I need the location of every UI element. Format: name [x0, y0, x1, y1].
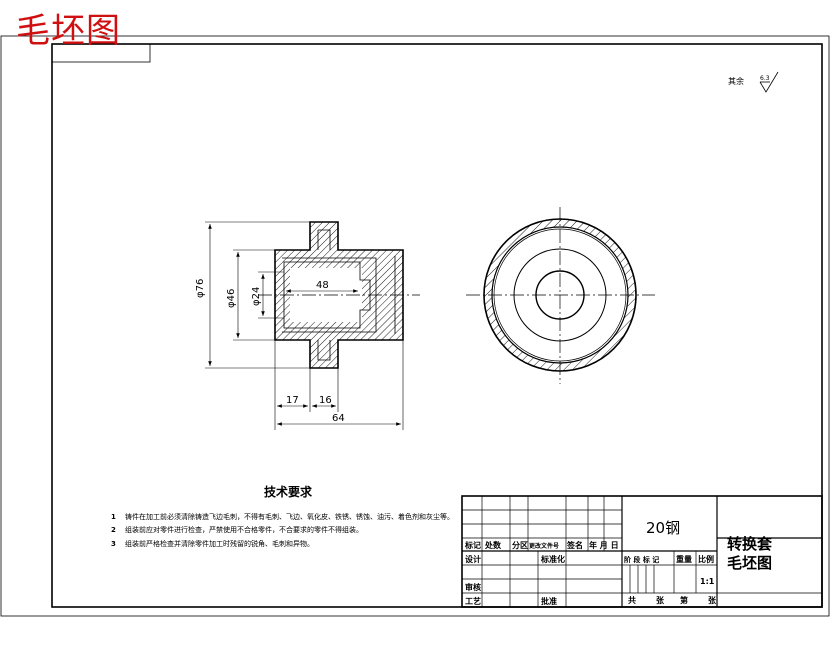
tb-scale: 1:1 — [700, 577, 715, 586]
section-dimensions: φ76 φ46 φ24 48 17 16 64 — [195, 221, 404, 430]
dim-d24: φ24 — [251, 287, 262, 306]
code-box — [51, 43, 151, 63]
tb-part-name-1: 转换套 — [727, 535, 773, 553]
dim-17: 17 — [286, 395, 299, 406]
requirement-text-3: 组装前严格检查并清除零件加工时残留的锐角、毛刺和异物。 — [125, 539, 314, 548]
requirement-num-1: 1 — [111, 513, 116, 521]
requirement-text-2: 组装前应对零件进行检查，严禁使用不合格零件，不合要求的零件不得组装。 — [125, 525, 363, 534]
tb-sheet-unit2: 张 — [708, 596, 717, 605]
roughness-label: 其余 — [728, 76, 744, 86]
tb-approve: 批准 — [541, 596, 557, 606]
tb-part-name-2: 毛坯图 — [727, 554, 772, 572]
end-view — [466, 207, 655, 384]
section-view — [258, 221, 420, 369]
tb-sheet-no: 第 — [680, 595, 688, 605]
tb-date: 年 月 日 — [589, 540, 619, 550]
tb-review: 审核 — [465, 582, 481, 592]
roughness-symbol: 其余 6.3 — [728, 71, 779, 93]
dim-16: 16 — [319, 395, 332, 406]
dim-d46: φ46 — [226, 289, 237, 308]
tb-design: 设计 — [465, 554, 481, 564]
sheet-inner-border — [51, 43, 823, 608]
tb-scale-label: 比例 — [698, 554, 714, 564]
tb-process: 工艺 — [465, 596, 481, 606]
tb-material: 20钢 — [646, 519, 680, 537]
dim-d76: φ76 — [195, 279, 206, 298]
tb-sheet-total: 共 — [628, 595, 636, 605]
drawing-caption: 毛坯图 — [16, 11, 121, 51]
requirement-text-1: 铸件在加工前必须清除铸造飞边毛刺，不得有毛刺、飞边、氧化皮、铁锈、锈蚀、油污、着… — [125, 512, 454, 521]
tb-standardize: 标准化 — [540, 554, 565, 564]
tb-stage-mark: 阶 段 标 记 — [624, 555, 659, 564]
dim-64: 64 — [332, 413, 345, 424]
requirements-title: 技术要求 — [264, 484, 313, 499]
tb-sheet-unit: 张 — [656, 596, 665, 605]
technical-requirements: 技术要求 1 铸件在加工前必须清除铸造飞边毛刺，不得有毛刺、飞边、氧化皮、铁锈、… — [111, 484, 454, 548]
requirement-num-3: 3 — [111, 540, 116, 548]
tb-signature: 签名 — [566, 540, 583, 550]
tb-count: 处数 — [484, 540, 502, 550]
title-block: 标记 处数 分区 更改文件号 签名 年 月 日 设计 标准化 审核 工艺 批准 … — [461, 495, 823, 608]
tb-weight: 重量 — [676, 554, 692, 564]
tb-doc-no: 更改文件号 — [529, 542, 559, 550]
requirement-num-2: 2 — [111, 526, 116, 534]
sheet-outer-border — [0, 35, 830, 617]
dim-48: 48 — [316, 280, 329, 291]
roughness-value: 6.3 — [760, 75, 770, 82]
tb-zone: 分区 — [512, 540, 528, 550]
tb-mark: 标记 — [464, 540, 481, 550]
